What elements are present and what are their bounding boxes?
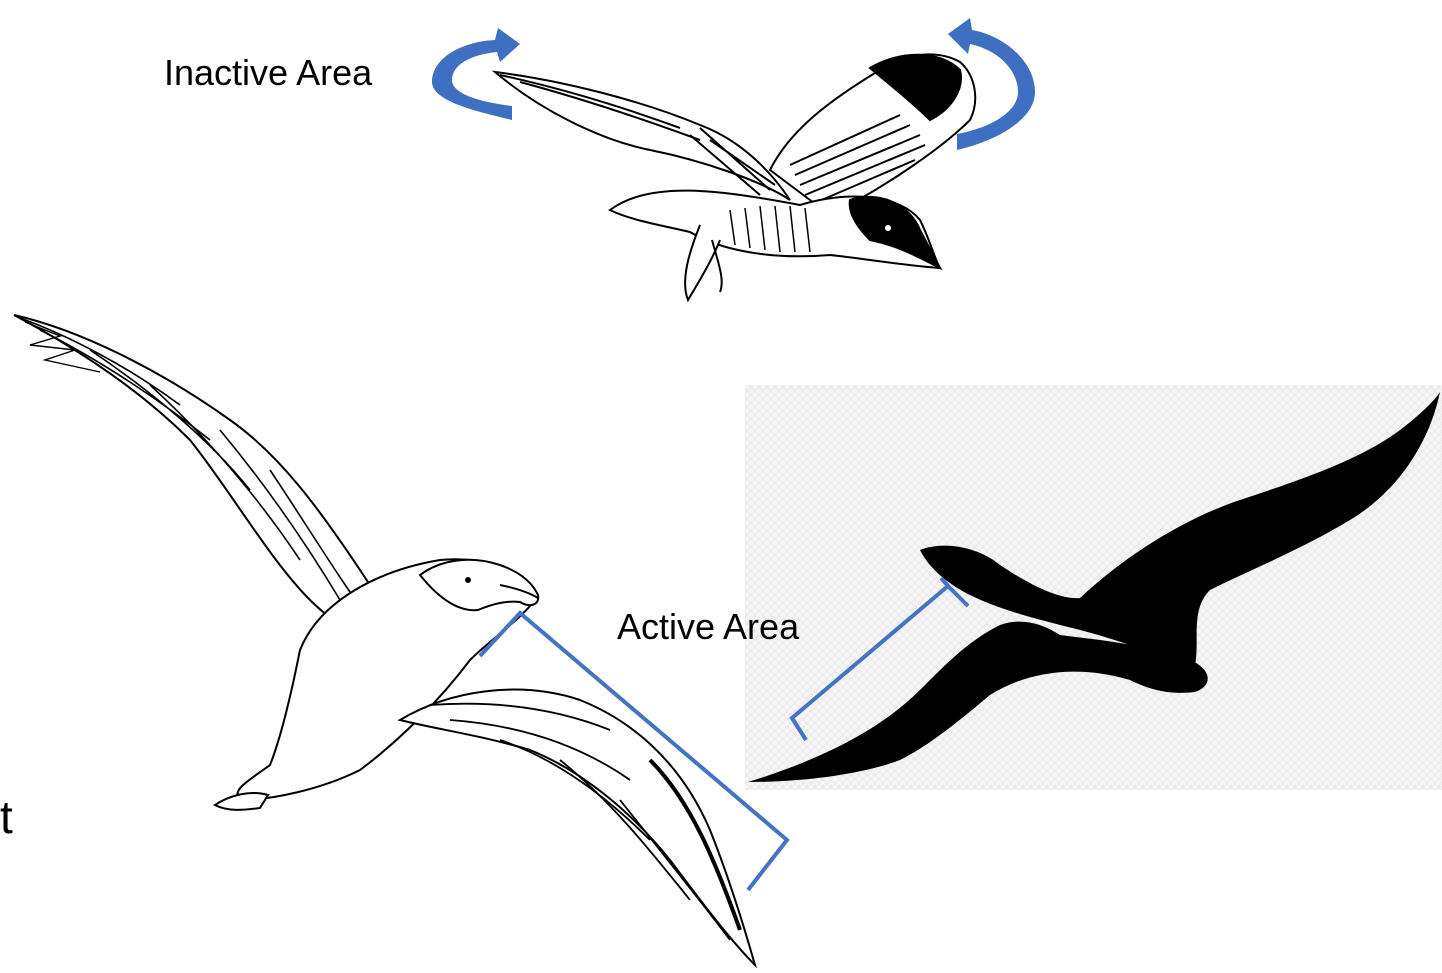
bird-silhouette [748,392,1440,782]
inactive-area-label: Inactive Area [164,52,372,94]
seagull-sketch [495,54,975,300]
active-area-label: Active Area [617,606,799,648]
cropped-text-fragment: t [0,790,13,844]
